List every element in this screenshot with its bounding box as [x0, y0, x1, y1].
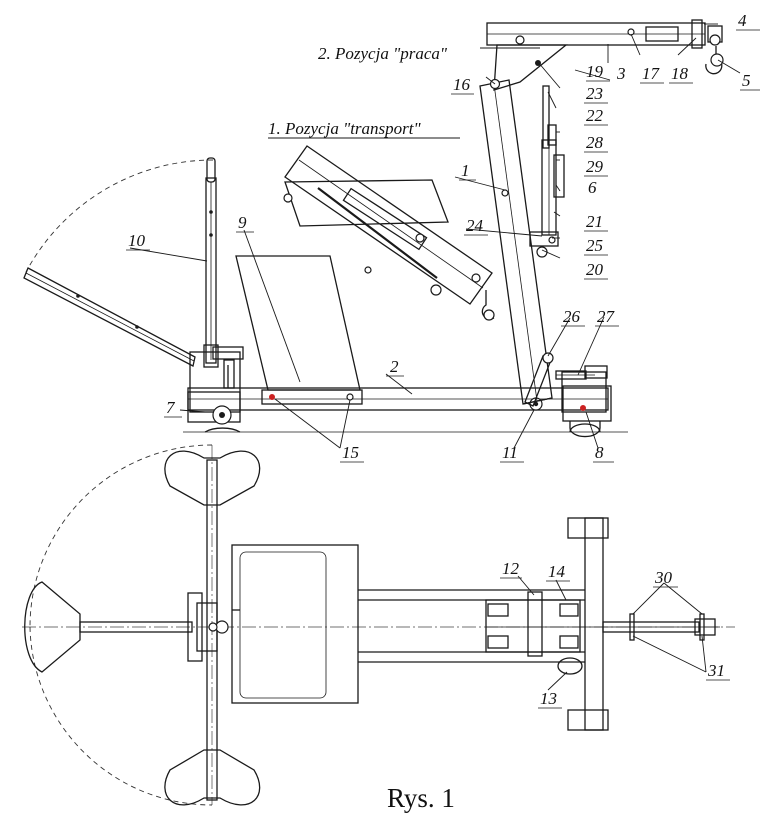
tray-marker: [269, 394, 275, 400]
boom-transport-position: [283, 145, 495, 321]
tray-top: [231, 544, 359, 704]
part-label: 23: [586, 84, 603, 103]
front-wheel-marker: [580, 405, 586, 411]
position-transport-title: 1. Pozycja "transport": [268, 119, 421, 138]
pedal: [557, 657, 583, 675]
part-label: 8: [595, 443, 604, 462]
part-label: 3: [616, 64, 626, 83]
hydraulic-cylinder: [529, 85, 565, 258]
position-work-title: 2. Pozycja "praca": [318, 44, 448, 63]
part-label: 27: [597, 307, 616, 326]
part-label: 19: [586, 62, 604, 81]
mast-work-position: [479, 79, 553, 405]
handle-loop-top: [164, 450, 261, 506]
part-label: 11: [502, 443, 518, 462]
part-label: 21: [586, 212, 603, 231]
part-numbers: 1 2 3 4 5 6 7 8 9 10 11 12 13 14 15 16 1…: [128, 11, 751, 708]
part-label: 5: [742, 71, 751, 90]
vertical-handle: [205, 177, 217, 364]
part-label: 16: [453, 75, 471, 94]
part-label: 22: [586, 106, 604, 125]
part-label: 10: [128, 231, 146, 250]
part-label: 4: [738, 11, 747, 30]
part-label: 7: [166, 398, 176, 417]
part-label: 13: [540, 689, 557, 708]
top-view: [22, 444, 735, 806]
part-label: 26: [563, 307, 581, 326]
part-label: 24: [466, 216, 484, 235]
handle-loop-left: [24, 581, 81, 673]
part-label: 25: [586, 236, 603, 255]
side-view: [23, 19, 724, 438]
part-label: 28: [586, 133, 604, 152]
label-underlines: [126, 29, 760, 709]
part-label: 6: [588, 178, 597, 197]
part-label: 1: [461, 161, 470, 180]
figure-caption: Rys. 1: [387, 783, 455, 813]
part-label: 9: [238, 213, 247, 232]
tray-plate: [235, 255, 361, 391]
part-label: 17: [642, 64, 661, 83]
part-label: 12: [502, 559, 520, 578]
leader-lines: [129, 23, 741, 691]
part-label: 15: [342, 443, 359, 462]
part-label: 14: [548, 562, 566, 581]
part-label: 30: [654, 568, 673, 587]
part-label: 18: [671, 64, 689, 83]
handle-loop-bottom: [164, 749, 261, 806]
part-label: 20: [586, 260, 604, 279]
part-label: 29: [586, 157, 604, 176]
part-label: 31: [707, 661, 725, 680]
front-crossbar: [584, 517, 604, 731]
part-label: 2: [390, 357, 399, 376]
